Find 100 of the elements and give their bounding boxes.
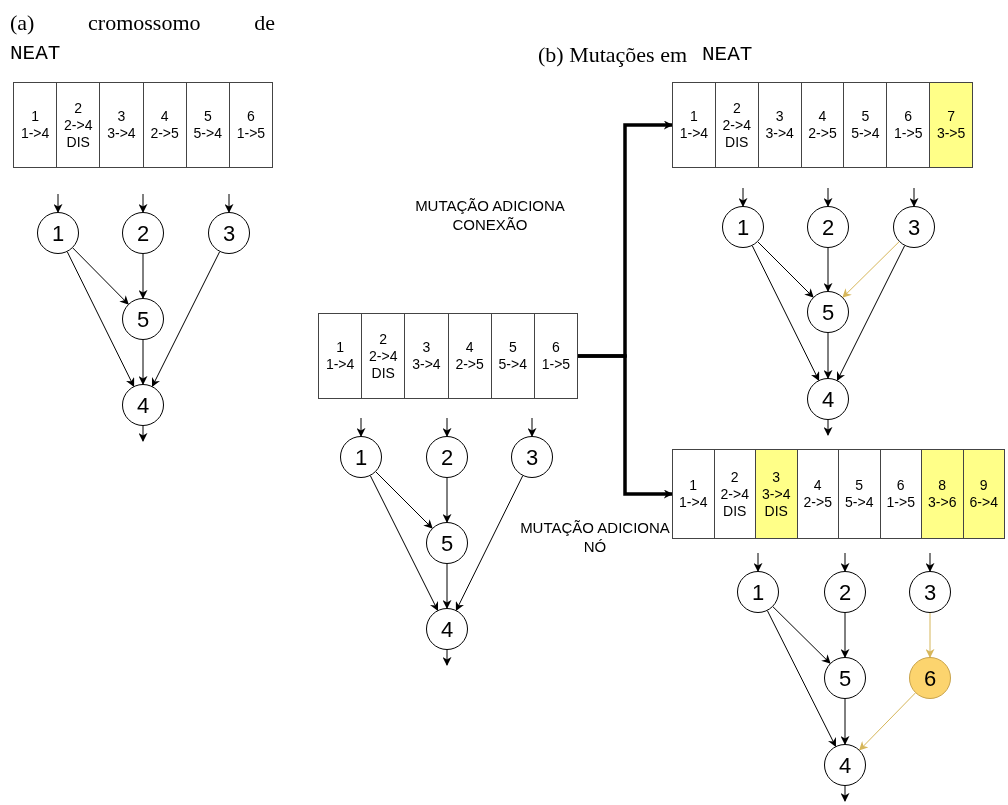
caption-text: (b) Mutações em <box>538 41 688 69</box>
gene-cell <box>921 450 963 538</box>
arrow <box>836 245 906 381</box>
arrow <box>840 785 850 802</box>
gene-text: 8 <box>938 477 947 494</box>
arrow <box>442 563 452 609</box>
arrow <box>138 253 148 299</box>
arrow <box>823 419 833 436</box>
arrow <box>578 354 673 499</box>
gene-text: 6 <box>896 477 905 494</box>
arrow <box>442 417 452 437</box>
gene-text: 1->4 <box>325 356 355 373</box>
gene-text: 3 <box>772 468 781 486</box>
gene-text: 2->4 <box>720 485 749 503</box>
gene-text: 3->4 <box>412 356 441 373</box>
gene-text: 3 <box>117 108 126 125</box>
arrow <box>738 187 748 207</box>
chromosome-box <box>672 82 973 168</box>
gene-text: 1 <box>31 108 39 125</box>
gene-text: 2->5 <box>808 125 837 142</box>
gene-text: 2->5 <box>803 494 832 511</box>
arrow <box>138 339 148 385</box>
caption-text: NEAT <box>702 42 753 68</box>
arrow <box>772 606 831 664</box>
gene-text: 2->4 <box>64 116 93 134</box>
gene-text: 1->5 <box>541 356 571 373</box>
gene-text: 1->5 <box>236 125 266 142</box>
arrow <box>66 251 135 387</box>
arrow <box>151 251 221 387</box>
arrow <box>753 552 763 572</box>
arrow <box>766 610 837 748</box>
gene-text: 5->4 <box>193 125 222 142</box>
gene-text: 2->5 <box>150 125 179 142</box>
gene-text: 3->4 <box>107 125 136 142</box>
gene-text: DIS <box>723 502 747 520</box>
gene-text: DIS <box>66 133 90 151</box>
gene-text: 1->5 <box>894 125 923 142</box>
arrow <box>138 425 148 442</box>
arrow <box>53 193 63 213</box>
gene-text: 2 <box>379 330 388 348</box>
gene-text: DIS <box>371 364 395 382</box>
arrow <box>823 332 833 379</box>
gene-text: 3->5 <box>936 125 966 142</box>
gene-text: 2->4 <box>369 347 398 365</box>
gene-text: DIS <box>725 133 749 151</box>
chromosome-box <box>318 313 578 399</box>
gene-text: 5->4 <box>851 125 880 142</box>
gene-text: 1 <box>689 477 698 494</box>
arrow <box>925 612 935 658</box>
gene-text: 1->5 <box>886 494 915 511</box>
gene-text: 3->4 <box>765 125 794 142</box>
gene-text: 3 <box>422 339 431 356</box>
chromosome-box <box>672 449 1005 539</box>
arrow <box>925 552 935 572</box>
caption-text: NEAT <box>10 41 61 67</box>
arrow <box>455 475 524 611</box>
gene-text: 3 <box>775 108 784 125</box>
gene-text: 5 <box>861 108 870 125</box>
arrow <box>527 417 537 437</box>
gene-cell <box>929 83 972 167</box>
gene-text: 6 <box>552 339 560 356</box>
gene-text: 5 <box>203 108 212 125</box>
gene-text: 6 <box>247 108 255 125</box>
gene-text: 9 <box>979 477 988 494</box>
arrow <box>842 241 900 298</box>
gene-text: 4 <box>813 477 822 494</box>
arrow <box>138 193 148 213</box>
arrow <box>224 193 234 213</box>
arrow <box>823 247 833 292</box>
gene-text: 5 <box>855 477 864 494</box>
gene-text: 6->4 <box>969 494 998 511</box>
gene-text: 4 <box>160 108 169 125</box>
gene-text: 2 <box>732 99 741 117</box>
arrow <box>840 698 850 745</box>
gene-text: 2->4 <box>722 116 751 134</box>
gene-text: 1->4 <box>679 494 708 511</box>
gene-text: 1->4 <box>20 125 50 142</box>
gene-text: 1 <box>336 339 344 356</box>
gene-text: 6 <box>904 108 913 125</box>
caption-text: (a) cromossomo de <box>10 9 275 37</box>
gene-text: 2 <box>74 99 83 117</box>
arrow <box>369 475 439 611</box>
arrow <box>375 471 433 529</box>
gene-text: 4 <box>818 108 827 125</box>
gene-text: 3->6 <box>928 494 957 511</box>
gene-cell <box>962 450 1004 538</box>
gene-text: 1->4 <box>679 125 709 142</box>
arrow <box>442 477 452 523</box>
arrow <box>72 247 129 305</box>
gene-text: 2 <box>730 468 739 486</box>
arrow <box>356 417 366 437</box>
gene-text: 4 <box>465 339 474 356</box>
gene-text: DIS <box>764 502 788 520</box>
arrow <box>442 649 452 666</box>
arrow <box>757 241 814 298</box>
arrow <box>823 187 833 207</box>
gene-text: 1 <box>690 108 698 125</box>
arrow <box>909 187 919 207</box>
gene-text: 7 <box>947 108 955 125</box>
arrow <box>840 552 850 572</box>
